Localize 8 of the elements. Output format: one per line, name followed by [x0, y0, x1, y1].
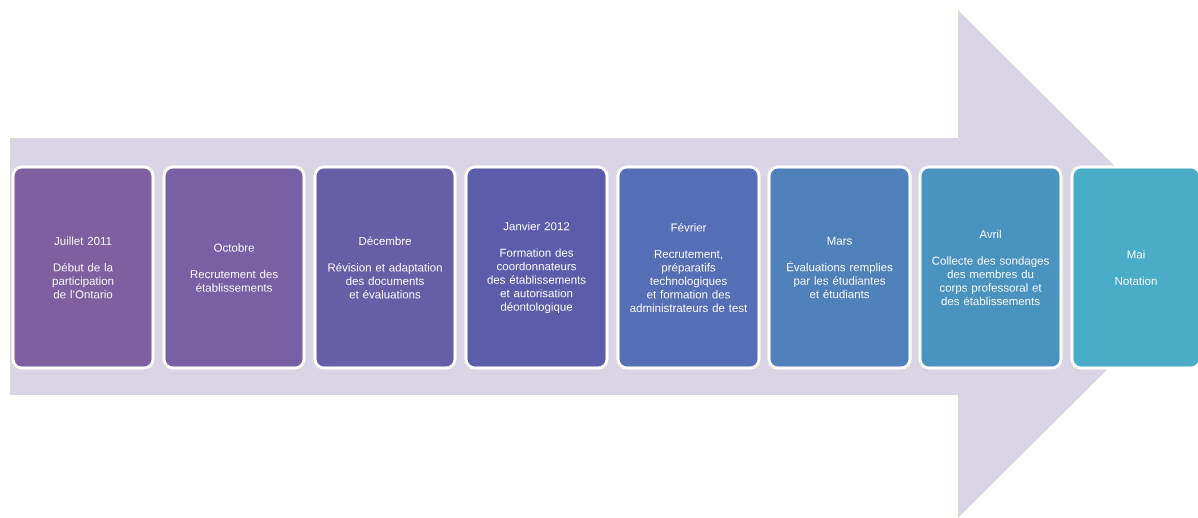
timeline-box: Décembre Révision et adaptation des documents et évaluations [313, 165, 457, 370]
timeline-box: Mai Notation [1070, 165, 1198, 370]
timeline-box: Avril Collecte des sondages des membres du corps professoral et des établissements [918, 165, 1063, 370]
timeline-box: Janvier 2012 Formation des coordonnateurs des établissements et autorisation déontologique [464, 165, 609, 370]
timeline-box: Mars Évaluations remplies par les étudiantes et étudiants [767, 165, 912, 370]
timeline-box: Juillet 2011 Début de la participation de l’Ontario [11, 165, 155, 370]
timeline-box: Octobre Recrutement des établissements [162, 165, 306, 370]
timeline-box: Février Recrutement, préparatifs technologiques et formation des administrateurs de test [616, 165, 761, 370]
